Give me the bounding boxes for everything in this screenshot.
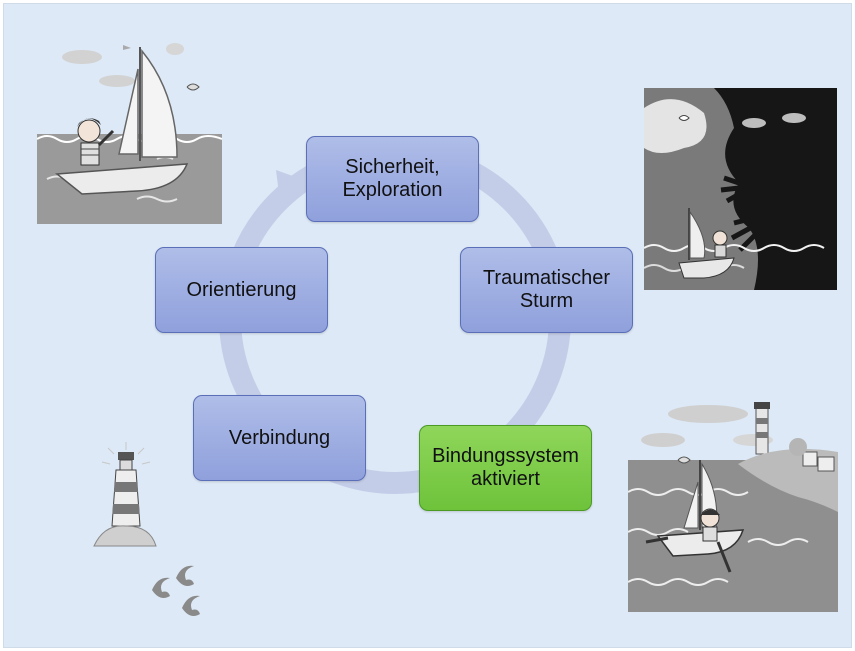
node-bindungssystem-aktiviert: Bindungssystem aktiviert (419, 425, 592, 511)
node-orientierung: Orientierung (155, 247, 328, 333)
lighthouse-waves-illustration (93, 442, 200, 616)
cycle-arrowhead-icon (276, 170, 304, 202)
diagram-canvas: Sicherheit, Exploration Traumatischer St… (3, 3, 852, 648)
node-verbindung: Verbindung (193, 395, 366, 481)
node-sicherheit-exploration: Sicherheit, Exploration (306, 136, 479, 222)
storm-monster-illustration (644, 88, 837, 290)
node-traumatischer-sturm: Traumatischer Sturm (460, 247, 633, 333)
boy-in-sailboat-illustration (37, 43, 223, 224)
harbor-lighthouse-illustration (628, 402, 838, 612)
